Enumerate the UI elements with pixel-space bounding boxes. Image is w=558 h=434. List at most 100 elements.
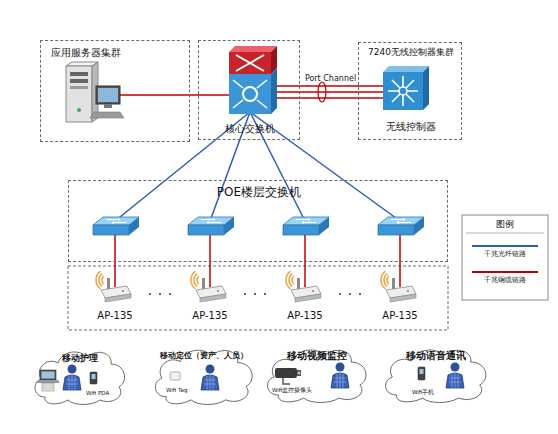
device-note: Wifi PDA <box>86 390 109 396</box>
ap-icon <box>381 271 416 302</box>
poe-switch-icon <box>93 217 139 235</box>
person-icon <box>446 363 464 389</box>
ellipsis-dots <box>149 293 361 295</box>
copper-link <box>114 262 116 272</box>
wire-stub <box>304 272 306 287</box>
legend-title: 图例 <box>462 219 548 229</box>
pda-screen <box>92 374 96 379</box>
device-note: Wifi Tag <box>166 387 187 393</box>
fiber-link <box>289 140 344 180</box>
wire-stub <box>399 235 401 262</box>
wire-stub <box>209 272 211 287</box>
wire-stub <box>120 94 190 96</box>
fiber-link <box>225 140 240 180</box>
phone-icon <box>418 367 425 380</box>
device-node: AP-135 <box>85 272 145 324</box>
ap-label: AP-135 <box>370 310 430 322</box>
cloud-node: 移动语音通讯 Wifi手机 <box>380 343 492 403</box>
wire-stub <box>399 272 401 287</box>
terminal-icons <box>36 363 464 392</box>
group-box: POE楼层交换机 <box>68 180 448 262</box>
copper-link <box>399 262 401 272</box>
dot <box>349 293 351 295</box>
device-note: Wifi手机 <box>412 389 434 395</box>
cloud-title: 移动定位（资产、人员） <box>150 352 258 361</box>
wire-stub <box>198 94 235 96</box>
ap-label: AP-135 <box>180 310 240 322</box>
wire-stub <box>344 180 400 221</box>
dot <box>359 293 361 295</box>
wire-stub <box>304 235 306 262</box>
camera-icon <box>275 368 301 384</box>
device-label: 无线控制器 <box>371 121 451 133</box>
legend-line-sample <box>472 271 538 273</box>
cloud-title: 移动护理 <box>30 353 130 363</box>
tag-icon <box>170 372 180 380</box>
group-title: 应用服务器集群 <box>51 47 121 59</box>
person-icon <box>331 363 349 389</box>
device-node: AP-135 <box>275 272 335 324</box>
cloud-title: 移动语音通讯 <box>380 351 492 362</box>
legend-text: 千兆铜缆链路 <box>462 277 548 284</box>
device-label: 核心交换机 <box>199 123 301 135</box>
pda-icon <box>90 372 97 384</box>
copper-link <box>190 94 198 96</box>
phone-screen <box>420 369 424 374</box>
poe-switch-icon <box>188 217 234 235</box>
ap-label: AP-135 <box>275 310 335 322</box>
copper-link <box>304 262 306 272</box>
wire-stub <box>115 180 166 221</box>
device-node: 无线控制器 <box>371 63 451 137</box>
wireless-controller-icon <box>383 66 429 110</box>
device-note: Wifi监控摄像头 <box>272 387 312 393</box>
cloud-node: 移动定位（资产、人员） Wifi Tag <box>150 343 258 405</box>
poe-switch-icon <box>283 217 329 235</box>
cloud-title: 移动视频监控 <box>262 351 372 362</box>
group-title: 7240无线控制器集群 <box>359 47 463 57</box>
legend-box <box>462 215 548 300</box>
fiber-link <box>166 140 216 180</box>
group-box: 应用服务器集群 <box>40 40 190 142</box>
dot <box>159 293 161 295</box>
port-channel-line <box>268 85 392 87</box>
core-switch-icon <box>229 46 277 114</box>
cart-laptop-icon <box>36 370 60 391</box>
ap-group-box <box>68 266 448 330</box>
group-title: POE楼层交换机 <box>69 186 449 200</box>
ap-label: AP-135 <box>85 310 145 322</box>
person-icon <box>63 365 81 391</box>
server-icon <box>66 62 124 122</box>
dot <box>244 293 246 295</box>
dot <box>339 293 341 295</box>
poe-switch-icon <box>378 217 424 235</box>
device-node: AP-135 <box>370 272 430 324</box>
dot <box>264 293 266 295</box>
wire-stub <box>209 235 211 262</box>
dot <box>149 293 151 295</box>
dot <box>254 293 256 295</box>
ap-icon <box>191 271 226 302</box>
cloud-node: 移动视频监控 Wifi监控摄像头 <box>262 343 372 403</box>
port-channel-line <box>268 97 392 99</box>
ap-icon <box>96 271 131 302</box>
link-label: Port Channel <box>291 74 371 83</box>
fiber-link <box>264 140 284 180</box>
legend-divider <box>466 233 544 234</box>
group-box: 7240无线控制器集群无线控制器 <box>358 42 462 140</box>
wire-stub <box>371 91 390 93</box>
person-icon <box>201 365 219 391</box>
wire-stub <box>262 91 300 93</box>
ap-icon <box>286 271 321 302</box>
cloud-node: 移动护理 Wifi PDA <box>30 345 130 405</box>
copper-link <box>209 262 211 272</box>
wire-stub <box>114 235 116 262</box>
wire-stub <box>114 272 116 287</box>
copper-link <box>300 91 371 93</box>
dot <box>169 293 171 295</box>
ap-icons <box>96 271 416 302</box>
legend-text: 千兆光纤链路 <box>462 251 548 258</box>
device-node: AP-135 <box>180 272 240 324</box>
